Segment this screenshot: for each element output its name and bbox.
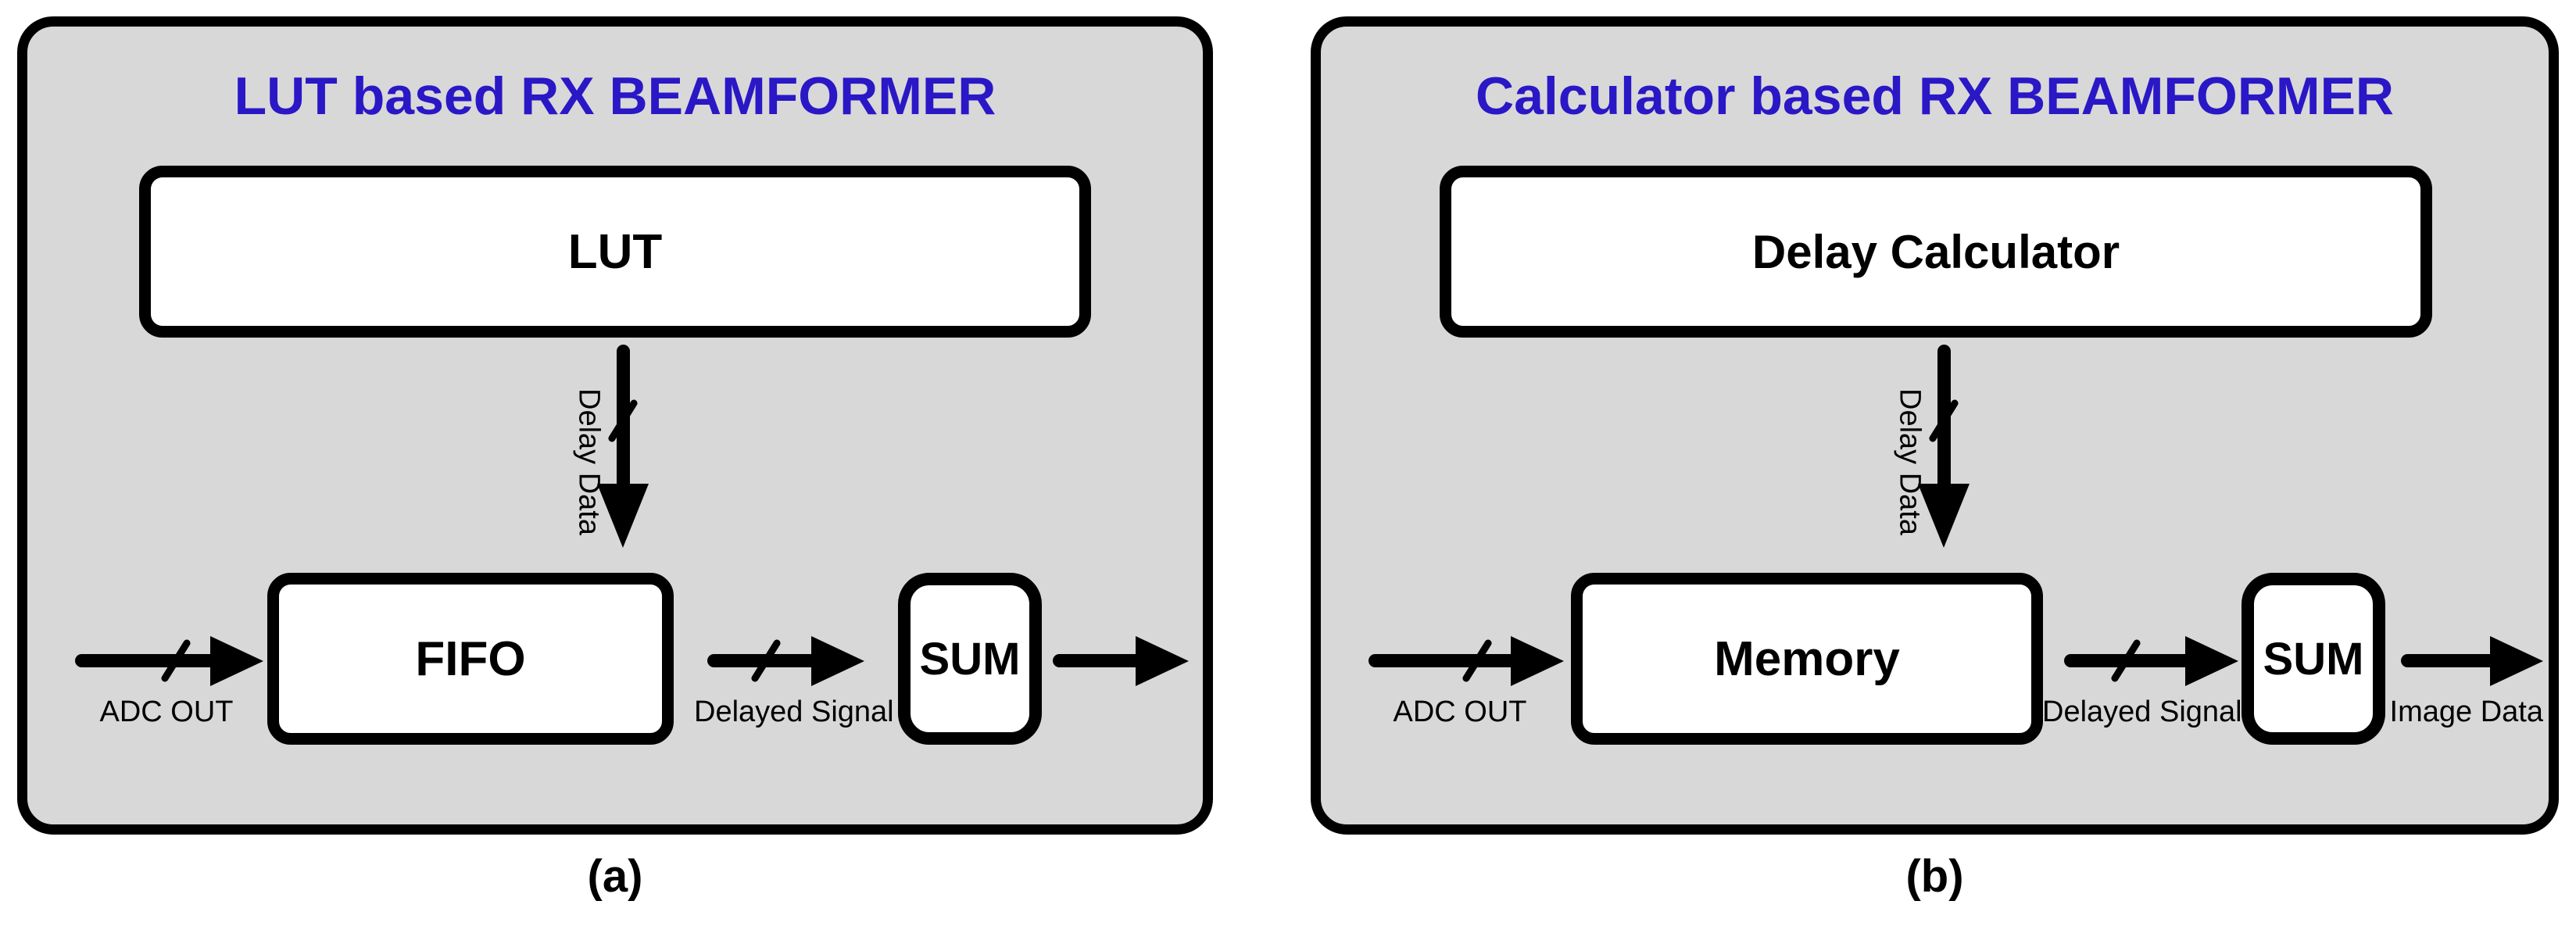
delayed-signal-label: Delayed Signal (2042, 695, 2242, 728)
right-arrowhead-icon (2185, 636, 2238, 686)
delay-data-label: Delay Data (1893, 388, 1927, 535)
adc-input-arrow-shaft (75, 654, 213, 667)
output-arrow-shaft (1053, 654, 1139, 667)
fifo-box: FIFO (267, 573, 674, 745)
right-arrowhead-icon (210, 636, 263, 686)
delay-calculator-box: Delay Calculator (1440, 166, 2432, 338)
right-arrowhead-icon (1511, 636, 1564, 686)
panel-title: LUT based RX BEAMFORMER (234, 66, 996, 126)
adc-out-label: ADC OUT (1393, 695, 1527, 728)
sum-box-label: SUM (2263, 633, 2364, 685)
image-data-label: Image Data (2389, 695, 2543, 728)
output-arrow-shaft (2401, 654, 2493, 667)
panel-title: Calculator based RX BEAMFORMER (1475, 66, 2395, 126)
right-arrowhead-icon (2490, 636, 2543, 686)
fifo-box-label: FIFO (415, 631, 526, 686)
right-arrowhead-icon (1136, 636, 1189, 686)
delay-calculator-box-label: Delay Calculator (1751, 225, 2120, 278)
panel-calculator-beamformer: Calculator based RX BEAMFORMER Delay Cal… (1311, 16, 2559, 835)
delayed-signal-label: Delayed Signal (694, 695, 894, 728)
sum-box: SUM (2241, 573, 2385, 745)
adc-input-arrow-shaft (1368, 654, 1514, 667)
caption-a: (a) (587, 851, 643, 902)
sum-box-label: SUM (919, 633, 1021, 685)
memory-box: Memory (1571, 573, 2043, 745)
panel-lut-beamformer: LUT based RX BEAMFORMER LUT Delay Data A… (17, 16, 1213, 835)
lut-box-label: LUT (567, 224, 663, 279)
adc-out-label: ADC OUT (99, 695, 234, 728)
sum-box: SUM (898, 573, 1042, 745)
lut-box: LUT (139, 166, 1091, 338)
delay-data-label: Delay Data (572, 388, 606, 535)
right-arrowhead-icon (811, 636, 864, 686)
caption-b: (b) (1905, 851, 1964, 902)
memory-box-label: Memory (1714, 631, 1900, 686)
